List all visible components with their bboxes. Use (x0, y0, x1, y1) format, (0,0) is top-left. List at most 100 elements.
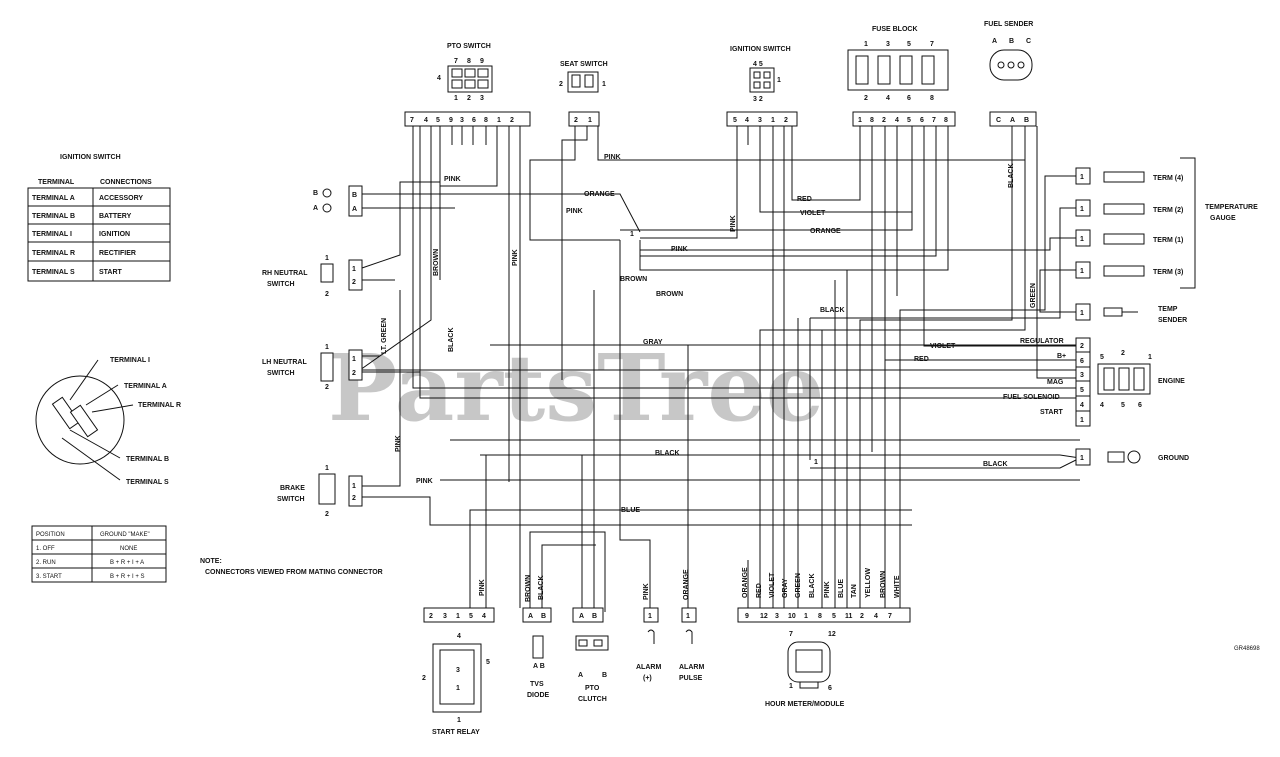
svg-text:BROWN: BROWN (433, 249, 440, 276)
svg-text:9: 9 (449, 117, 453, 124)
svg-text:6: 6 (472, 117, 476, 124)
svg-text:B+: B+ (1057, 353, 1066, 360)
engine-connector: 2 6 3 5 4 1 REGULATOR B+ MAG FUEL SOLENO… (1003, 337, 1185, 427)
svg-text:1: 1 (456, 613, 460, 620)
pto-switch: PTO SWITCH 7 8 9 4 1 2 3 7 4 5 9 3 6 8 1… (404, 43, 531, 127)
svg-text:A: A (352, 206, 357, 213)
svg-text:A: A (578, 672, 583, 679)
svg-text:RED: RED (914, 356, 929, 363)
svg-text:RECTIFIER: RECTIFIER (99, 250, 136, 257)
svg-text:1: 1 (648, 613, 652, 620)
svg-text:GROUND: GROUND (1158, 455, 1189, 462)
svg-text:2: 2 (325, 384, 329, 391)
svg-text:HOUR METER/MODULE: HOUR METER/MODULE (765, 701, 845, 708)
svg-text:SENDER: SENDER (1158, 317, 1187, 324)
svg-text:PINK: PINK (824, 581, 831, 598)
temperature-gauge: 1 1 1 1 TERM (4) TERM (2) TERM (1) TERM … (1075, 157, 1258, 289)
svg-text:NONE: NONE (120, 546, 137, 552)
svg-text:PINK: PINK (479, 579, 486, 596)
svg-text:TERM (3): TERM (3) (1153, 269, 1183, 276)
svg-text:TERMINAL B: TERMINAL B (32, 213, 75, 220)
svg-text:LT. GREEN: LT. GREEN (381, 318, 388, 354)
svg-text:2: 2 (352, 495, 356, 502)
svg-text:11: 11 (845, 613, 853, 620)
svg-text:BLACK: BLACK (1008, 164, 1015, 189)
svg-text:2: 2 (1121, 350, 1125, 357)
ground-terminal: 1 GROUND (1075, 448, 1189, 466)
pto-clutch: A B A B PTO CLUTCH (572, 607, 609, 703)
svg-text:IGNITION SWITCH: IGNITION SWITCH (60, 154, 121, 161)
svg-text:BLACK: BLACK (655, 450, 680, 457)
svg-text:1: 1 (804, 613, 808, 620)
svg-text:GRAY: GRAY (643, 339, 663, 346)
svg-text:B: B (352, 192, 357, 199)
svg-text:BRAKE: BRAKE (280, 485, 305, 492)
svg-text:1: 1 (777, 77, 781, 84)
svg-text:6: 6 (907, 95, 911, 102)
svg-text:2: 2 (1080, 343, 1084, 350)
svg-text:6: 6 (828, 685, 832, 692)
svg-text:1: 1 (858, 117, 862, 124)
svg-text:TERMINAL B: TERMINAL B (126, 456, 169, 463)
svg-text:2: 2 (325, 291, 329, 298)
svg-text:3: 3 (443, 613, 447, 620)
svg-text:4: 4 (874, 613, 878, 620)
svg-text:PULSE: PULSE (679, 675, 703, 682)
svg-text:SWITCH: SWITCH (277, 496, 305, 503)
svg-text:BLUE: BLUE (621, 507, 640, 514)
svg-text:1: 1 (602, 81, 606, 88)
svg-text:ORANGE: ORANGE (742, 567, 749, 598)
svg-text:2: 2 (429, 613, 433, 620)
svg-text:BROWN: BROWN (620, 276, 647, 283)
svg-text:VIOLET: VIOLET (930, 343, 956, 350)
svg-text:BLUE: BLUE (838, 579, 845, 598)
svg-text:2: 2 (467, 95, 471, 102)
svg-text:10: 10 (788, 613, 796, 620)
svg-text:TERMINAL S: TERMINAL S (126, 479, 169, 486)
svg-text:TVS: TVS (530, 681, 544, 688)
svg-text:5: 5 (1121, 402, 1125, 409)
svg-text:4: 4 (886, 95, 890, 102)
rh-neutral-switch: RH NEUTRAL SWITCH 1 2 1 2 (262, 255, 363, 298)
svg-text:3: 3 (480, 95, 484, 102)
svg-text:7: 7 (888, 613, 892, 620)
svg-text:1: 1 (1080, 310, 1084, 317)
svg-text:9: 9 (480, 58, 484, 65)
svg-text:1: 1 (1080, 236, 1084, 243)
svg-text:3. START: 3. START (36, 574, 62, 580)
svg-text:1: 1 (1080, 417, 1084, 424)
svg-text:RED: RED (797, 196, 812, 203)
svg-text:LH NEUTRAL: LH NEUTRAL (262, 359, 307, 366)
svg-text:ACCESSORY: ACCESSORY (99, 195, 143, 202)
svg-text:2: 2 (574, 117, 578, 124)
svg-text:BLACK: BLACK (448, 328, 455, 353)
wires (359, 126, 1082, 612)
svg-text:4: 4 (457, 633, 461, 640)
ignition-switch-table: IGNITION SWITCH TERMINAL CONNECTIONS TER… (27, 154, 171, 282)
svg-text:(+): (+) (643, 675, 652, 682)
svg-text:9: 9 (745, 613, 749, 620)
svg-text:4: 4 (1080, 402, 1084, 409)
svg-text:3: 3 (456, 667, 460, 674)
svg-text:5: 5 (469, 613, 473, 620)
svg-text:1: 1 (456, 685, 460, 692)
svg-text:TERM (2): TERM (2) (1153, 207, 1183, 214)
svg-text:PINK: PINK (566, 208, 583, 215)
svg-text:A B: A B (533, 663, 545, 670)
svg-text:1: 1 (864, 41, 868, 48)
svg-text:B: B (313, 190, 318, 197)
note-label: NOTE: (200, 558, 222, 565)
svg-text:B: B (541, 613, 546, 620)
svg-text:VIOLET: VIOLET (769, 572, 776, 598)
svg-text:6: 6 (1080, 358, 1084, 365)
svg-text:A: A (992, 38, 997, 45)
svg-text:PINK: PINK (671, 246, 688, 253)
svg-text:B: B (1009, 38, 1014, 45)
svg-text:TERMINAL A: TERMINAL A (32, 195, 75, 202)
svg-text:RH NEUTRAL: RH NEUTRAL (262, 270, 308, 277)
svg-text:2: 2 (559, 81, 563, 88)
svg-text:GREEN: GREEN (795, 573, 802, 598)
svg-text:3 2: 3 2 (753, 96, 763, 103)
svg-text:8: 8 (930, 95, 934, 102)
svg-text:5: 5 (907, 117, 911, 124)
